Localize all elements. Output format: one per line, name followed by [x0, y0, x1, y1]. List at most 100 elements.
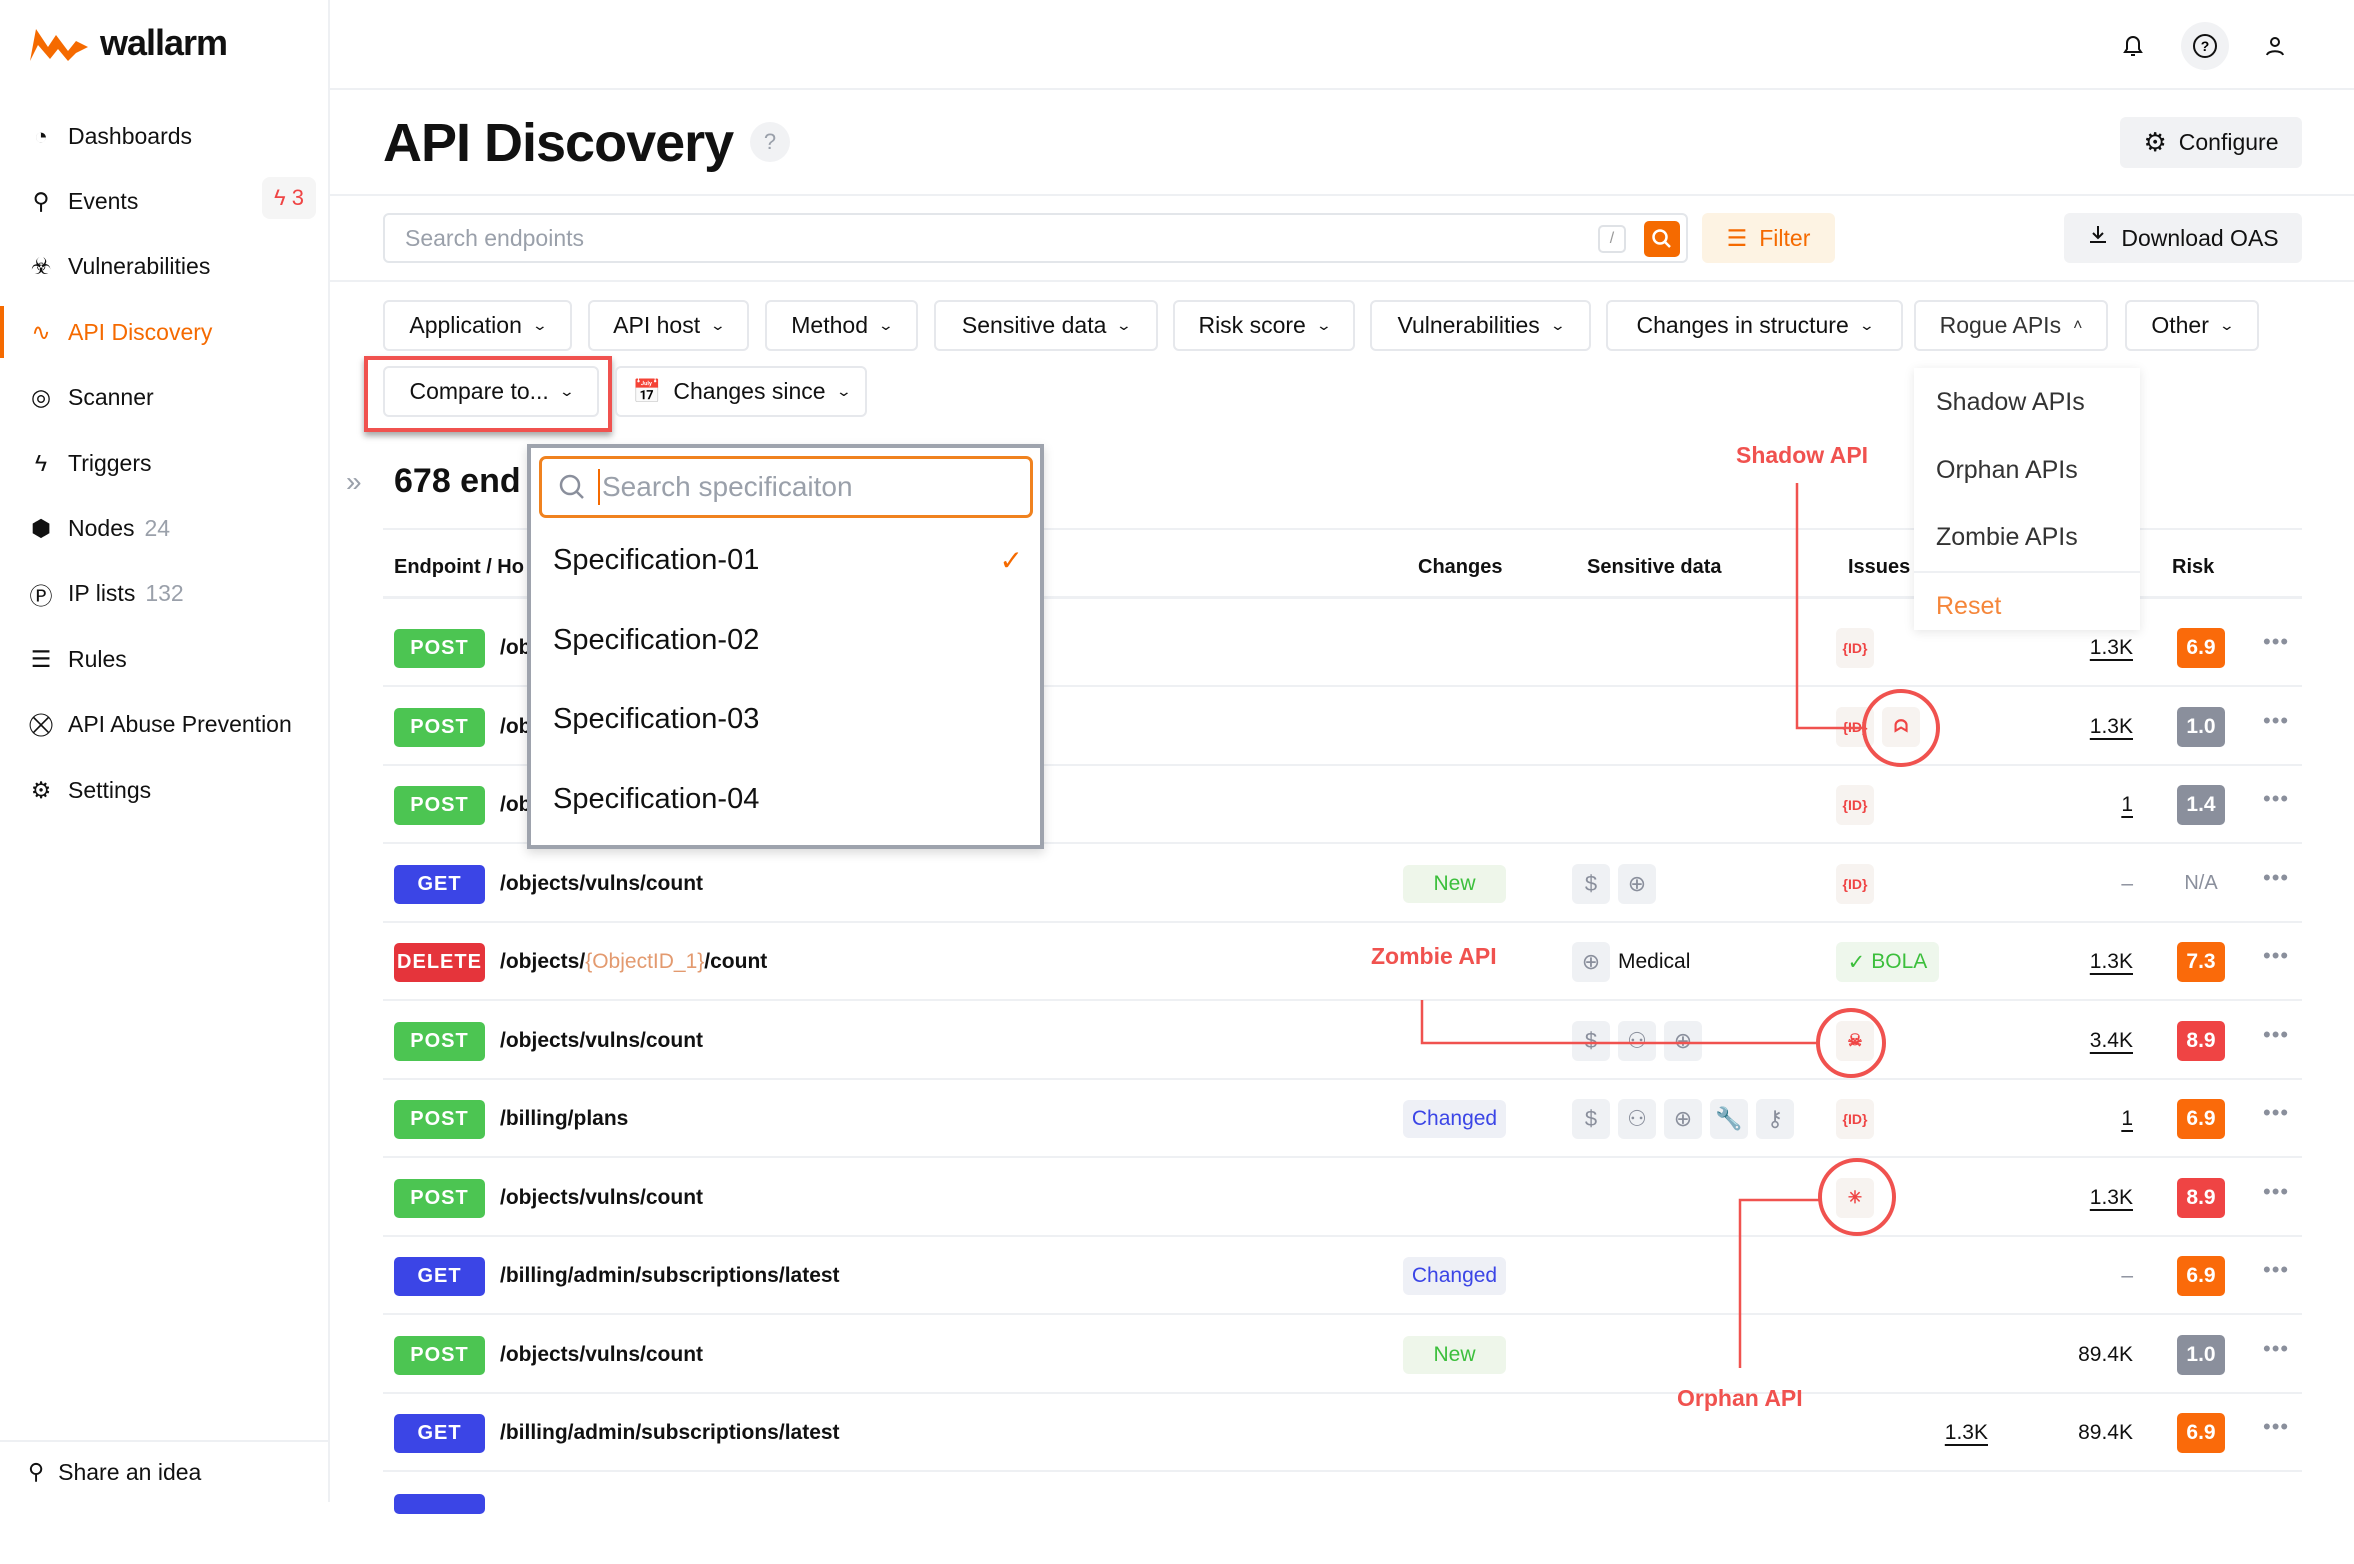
spec-option[interactable]: Specification-04 — [553, 783, 1023, 816]
spec-option[interactable]: Specification-02 — [553, 624, 1023, 657]
expand-panel-icon[interactable]: » — [346, 466, 362, 497]
id-icon[interactable]: {ID} — [1836, 1099, 1874, 1139]
id-icon[interactable]: {ID} — [1836, 785, 1874, 825]
rogue-option-orphan[interactable]: Orphan APIs — [1936, 455, 2078, 484]
endpoint-path[interactable]: /billing/admin/subscriptions/latest — [500, 1264, 840, 1287]
extra-count[interactable]: 1.3K — [1944, 1421, 1988, 1444]
more-options-icon[interactable]: ••• — [2263, 1335, 2290, 1361]
notifications-bell-icon[interactable] — [2109, 22, 2157, 70]
skull-icon[interactable]: ☠ — [1836, 1020, 1874, 1061]
id-icon[interactable]: {ID} — [1836, 706, 1874, 747]
request-count[interactable]: 1 — [2121, 1107, 2133, 1130]
rogue-option-zombie[interactable]: Zombie APIs — [1936, 523, 2078, 551]
endpoint-path[interactable]: /objects/vulns/count — [500, 1185, 704, 1209]
request-count[interactable]: 1.3K — [2089, 636, 2133, 659]
table-row[interactable]: DELETE/objects/{ObjectID_1}/count⊕Medica… — [383, 923, 2302, 1001]
request-count[interactable]: – — [2121, 871, 2133, 895]
col-issues[interactable]: Issues — [1848, 556, 1911, 578]
sidebar-item-dashboards[interactable]: ◔Dashboards — [0, 110, 330, 162]
rogue-option-shadow[interactable]: Shadow APIs — [1936, 388, 2085, 416]
request-count[interactable]: – — [2121, 1264, 2133, 1287]
filter-changes-in-structure[interactable]: Changes in structure⌄ — [1606, 300, 1903, 351]
share-idea-button[interactable]: ⚲ Share an idea — [0, 1440, 330, 1502]
id-icon[interactable]: {ID} — [1836, 628, 1874, 668]
changes-since-dropdown[interactable]: 📅Changes since⌄ — [615, 366, 867, 417]
request-count[interactable]: 1.3K — [2089, 1185, 2133, 1209]
endpoint-path[interactable]: /billing/plans — [500, 1107, 629, 1130]
more-options-icon[interactable]: ••• — [2263, 786, 2290, 811]
request-count[interactable]: 89.4K — [2078, 1421, 2133, 1444]
endpoint-path[interactable]: /ob — [500, 636, 532, 659]
help-icon[interactable]: ? — [2181, 22, 2229, 70]
request-count[interactable]: 1.3K — [2089, 714, 2133, 738]
request-count[interactable]: 1.3K — [2089, 950, 2133, 973]
sidebar-item-api-abuse-prevention[interactable]: ⛒API Abuse Prevention — [0, 699, 330, 751]
sidebar-item-scanner[interactable]: ◎Scanner — [0, 372, 330, 424]
user-profile-icon[interactable] — [2251, 22, 2299, 70]
endpoint-path[interactable]: /ob — [500, 714, 532, 738]
id-icon[interactable]: {ID} — [1836, 863, 1874, 904]
filter-risk-score[interactable]: Risk score⌄ — [1173, 300, 1355, 351]
sidebar-item-settings[interactable]: ⚙Settings — [0, 764, 330, 816]
search-button[interactable] — [1644, 221, 1680, 257]
reset-button[interactable]: Reset — [1936, 592, 2002, 620]
more-options-icon[interactable]: ••• — [2263, 1178, 2290, 1204]
more-options-icon[interactable]: ••• — [2263, 864, 2290, 890]
search-specification-input[interactable]: Search specificaiton — [539, 456, 1033, 518]
ghost-icon[interactable]: ᗣ — [1882, 706, 1920, 747]
title-help-icon[interactable]: ? — [750, 122, 790, 162]
col-risk[interactable]: Risk — [2172, 556, 2215, 578]
col-endpoint[interactable]: Endpoint / Ho — [394, 556, 524, 578]
more-options-icon[interactable]: ••• — [2263, 1257, 2290, 1282]
search-endpoints-input[interactable]: Search endpoints / — [383, 213, 1688, 263]
col-changes[interactable]: Changes — [1418, 556, 1503, 578]
filter-sensitive-data[interactable]: Sensitive data⌄ — [934, 300, 1158, 351]
more-options-icon[interactable]: ••• — [2263, 629, 2290, 654]
more-options-icon[interactable]: ••• — [2263, 943, 2290, 968]
orphan-icon[interactable]: ✳ — [1836, 1177, 1874, 1218]
more-options-icon[interactable]: ••• — [2263, 1021, 2290, 1047]
filter-method[interactable]: Method⌄ — [765, 300, 918, 351]
filter-other[interactable]: Other⌄ — [2125, 300, 2259, 351]
rogue-apis-dropdown[interactable]: Rogue APIs˄ — [1914, 300, 2108, 351]
filter-button[interactable]: ☰Filter — [1702, 213, 1835, 263]
endpoint-path[interactable]: /ob — [500, 793, 532, 816]
endpoint-path[interactable]: /objects/vulns/count — [500, 1028, 704, 1052]
request-count[interactable]: 1 — [2121, 793, 2133, 816]
download-oas-button[interactable]: Download OAS — [2064, 213, 2302, 263]
sidebar-item-vulnerabilities[interactable]: ☣Vulnerabilities — [0, 241, 330, 293]
more-options-icon[interactable]: ••• — [2263, 707, 2290, 733]
endpoint-path[interactable]: /objects/vulns/count — [500, 871, 704, 895]
table-row[interactable] — [383, 1486, 2302, 1564]
filter-application[interactable]: Application⌄ — [383, 300, 572, 351]
wallarm-logo[interactable]: wallarm — [28, 22, 228, 64]
endpoint-path[interactable]: /billing/admin/subscriptions/latest — [500, 1421, 840, 1444]
endpoint-path[interactable]: /objects/vulns/count — [500, 1342, 704, 1366]
configure-button[interactable]: ⚙Configure — [2120, 117, 2302, 168]
filter-api-host[interactable]: API host⌄ — [588, 300, 749, 351]
filter-vulnerabilities[interactable]: Vulnerabilities⌄ — [1370, 300, 1591, 351]
sidebar-item-rules[interactable]: ☰Rules — [0, 633, 330, 685]
sidebar-item-api-discovery[interactable]: ∿API Discovery — [0, 306, 330, 359]
request-count[interactable]: 3.4K — [2089, 1028, 2133, 1052]
compare-to-dropdown[interactable]: Compare to...⌄ — [383, 366, 599, 417]
bola-issue-badge[interactable]: ✓BOLA — [1836, 942, 1939, 982]
request-count[interactable]: 89.4K — [2078, 1342, 2133, 1366]
spec-option[interactable]: Specification-03 — [553, 703, 1023, 736]
col-sensitive[interactable]: Sensitive data — [1587, 556, 1722, 578]
more-options-icon[interactable]: ••• — [2263, 1414, 2290, 1439]
more-options-icon[interactable]: ••• — [2263, 1100, 2290, 1125]
